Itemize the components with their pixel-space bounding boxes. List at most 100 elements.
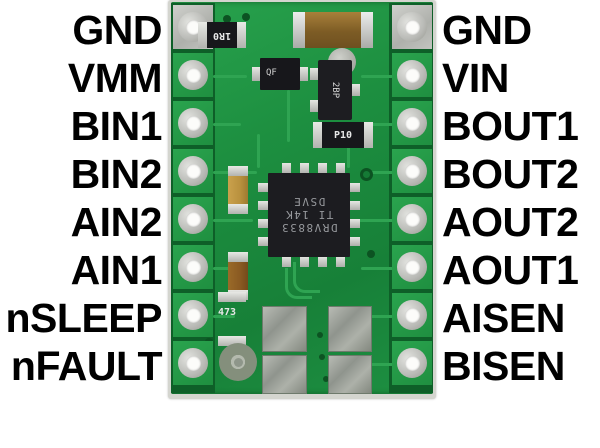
resistor-terminal [237,22,246,48]
trace [371,363,393,366]
resistor-1r0: 1R0 [198,22,246,48]
transistor-lead [310,100,319,112]
ic-lead [318,256,327,267]
sense-pad [262,355,307,394]
ic-lead [258,237,269,246]
trace [361,75,393,78]
capacitor-large [293,12,373,48]
sense-pad [328,306,372,352]
pad-ring [397,108,427,138]
ic-lead [349,219,360,228]
pin-column-left [173,0,213,399]
pin-label-left-1: GND [72,7,162,53]
ic-lead [300,163,309,174]
pad-ring [397,252,427,282]
pin-pad-bout1 [392,101,432,145]
pad-ring [397,204,427,234]
ic-lead [258,219,269,228]
pin-pad-aout2 [392,197,432,241]
pad-ring [397,12,427,42]
pin-label-left-4: BIN2 [70,151,163,197]
via [242,13,250,21]
pin-hole [404,307,420,323]
driver-ic-drv8833: DRV8833 TI 14K DSVE [258,163,360,267]
ic-lead [349,183,360,192]
trace [361,171,393,174]
pin-hole [185,67,201,83]
pin-hole [185,163,201,179]
transistor-sot23: 2BP [310,60,360,120]
capacitor-terminal [293,12,305,48]
pin-pad-ain1 [173,245,213,289]
pin-pad-vmm [173,53,213,97]
pcb-board: 1R0 QF 2BP [168,0,436,399]
pin-hole [185,211,201,227]
pin-label-left-5: AIN2 [70,199,163,245]
large-via [219,343,257,381]
ic-lead [282,256,291,267]
ic-marking-line: DRV8833 [280,221,338,235]
sense-pad [328,355,372,394]
pin-label-right-6: AOUT1 [442,247,579,293]
pin-label-left-2: VMM [67,55,163,101]
pin-hole [404,355,420,371]
trace [287,90,290,142]
pad-ring [178,60,208,90]
trace [357,123,393,126]
trace [213,75,247,78]
ic-body [268,173,350,257]
trace [347,130,350,168]
ic-lead [318,163,327,174]
transistor-marking: 2BP [330,81,340,99]
pin-pad-bisen [392,341,432,385]
pad-ring [178,252,208,282]
ic-lead [300,256,309,267]
trace [213,315,235,318]
via [323,376,329,382]
via [360,168,373,181]
resistor-marking: 1R0 [212,29,232,41]
pad-ring [397,60,427,90]
pin-hole [185,115,201,131]
transistor-body: 2BP [318,60,352,120]
resistor-marking: P10 [333,129,353,141]
via [223,15,231,23]
pin-hole [404,259,420,275]
pin-hole [404,211,420,227]
pin-label-right-2: VIN [442,55,509,101]
trace [213,219,253,222]
pin-label-left-6: AIN1 [70,247,163,293]
pin-label-right-8: BISEN [442,343,565,389]
trace [257,134,260,168]
resistor-terminal [218,336,246,346]
pin-pad-nfault [173,341,213,385]
pin-hole [404,163,420,179]
trace [359,219,393,222]
pad-ring [178,108,208,138]
pin-pad-bin2 [173,149,213,193]
pin-pad-vin [392,53,432,97]
pin-hole [185,259,201,275]
pad-ring [178,156,208,186]
ic-lead [349,201,360,210]
resistor-terminal [364,122,373,148]
pad-ring [178,348,208,378]
pin-label-right-5: AOUT2 [442,199,579,245]
diode-body: QF [260,58,300,90]
trace-arc [285,268,312,299]
via [317,332,323,338]
diode-marking: QF [266,68,277,78]
resistor-473: 473 [218,292,246,346]
ic-lead [336,163,345,174]
pin-hole [404,67,420,83]
capacitor-terminal [228,204,248,214]
transistor-lead [310,68,319,80]
pin-label-right-3: BOUT1 [442,103,579,149]
pin-label-left-8: nFAULT [10,343,163,389]
pin-hole [404,19,420,35]
ic-lead [349,237,360,246]
pin-pad-gnd-right [392,5,432,49]
pin-hole [185,19,201,35]
pin-column-right [392,0,432,399]
trace [361,267,393,270]
